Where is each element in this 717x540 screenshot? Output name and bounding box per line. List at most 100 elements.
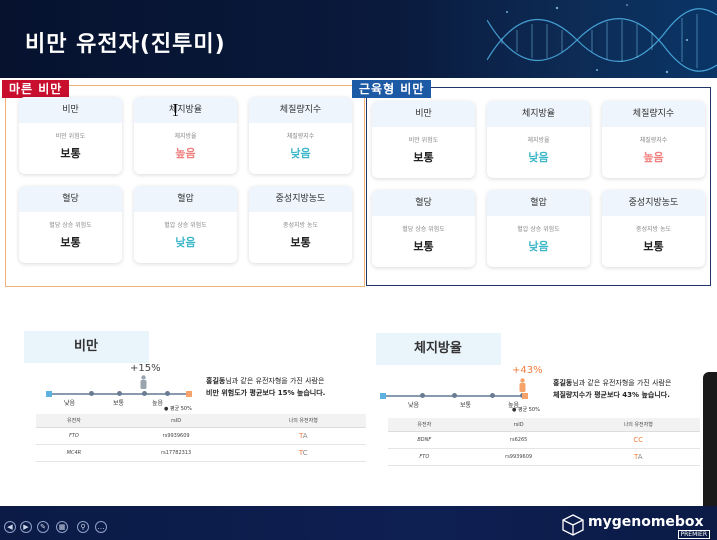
col-genotype: 나의 유전자형	[576, 418, 700, 432]
pen-tool-icon[interactable]: ✎	[37, 521, 49, 533]
premier-badge: PREMIER	[677, 530, 710, 539]
metric-value: 낮음	[528, 151, 549, 164]
metric-title: 혈압	[487, 190, 590, 216]
metric-value: 높음	[175, 147, 196, 160]
slide-header: 비만 유전자(진투미)	[0, 0, 717, 78]
obesity-genotype-table: 유전자 rsID 나의 유전자형 FTO rs9939609 TA MC4R r…	[36, 414, 366, 462]
user-name: 홍길동	[206, 377, 226, 385]
bodyfat-result-title: 체지방율	[376, 333, 501, 365]
gene-cell: FTO	[388, 448, 461, 466]
lean-obesity-panel	[5, 85, 365, 287]
zoom-icon[interactable]: ⚲	[77, 521, 89, 533]
next-slide-icon[interactable]: ▶	[20, 521, 32, 533]
genotype-cell: TC	[240, 444, 366, 462]
metric-subtitle: 혈압 상승 위험도	[517, 226, 560, 233]
gauge-tick	[165, 391, 170, 396]
gauge-average-label: ● 평균 50%	[512, 407, 540, 413]
gauge-normal-label: 보통	[460, 402, 472, 409]
metric-value: 보통	[60, 147, 81, 160]
table-row: BDNF rs6265 CC	[388, 431, 700, 449]
cube-logo-icon	[562, 514, 584, 536]
metric-value: 보통	[413, 240, 434, 253]
gauge-average-label: ● 평균 50%	[164, 406, 192, 412]
col-genotype: 나의 유전자형	[240, 414, 366, 428]
gene-cell: MC4R	[36, 444, 112, 462]
metric-subtitle: 체질량지수	[639, 137, 668, 144]
metric-title: 혈압	[134, 186, 237, 212]
metric-title: 체질량지수	[602, 101, 705, 127]
rsid-cell: rs6265	[460, 431, 577, 449]
desc-line2: 비만 위험도가 평균보다 15% 높습니다.	[206, 389, 326, 397]
gauge-high-label: 높음	[152, 400, 164, 407]
metric-title: 혈당	[372, 190, 475, 216]
obesity-description: 홍길동님과 같은 유전자형을 가진 사람은 비만 위험도가 평균보다 15% 높…	[206, 375, 325, 399]
gauge-high-end	[186, 391, 192, 397]
bodyfat-genotype-table: 유전자 rsID 나의 유전자형 BDNF rs6265 CC FTO rs99…	[388, 418, 700, 466]
logo-text: mygenomebox	[588, 514, 704, 530]
page-title: 비만 유전자(진투미)	[25, 32, 226, 57]
metric-subtitle: 체질량지수	[286, 133, 315, 140]
metric-title: 중성지방농도	[249, 186, 352, 212]
gauge-low-label: 낮음	[64, 400, 76, 407]
gene-cell: BDNF	[388, 431, 461, 449]
metric-title: 체지방율	[134, 97, 237, 123]
person-icon	[519, 378, 526, 392]
slides-grid-icon[interactable]: ▦	[56, 521, 68, 533]
bodyfat-description: 홍길동님과 같은 유전자형을 가진 사람은 체질량지수가 평균보다 43% 높습…	[553, 377, 671, 401]
metric-title: 비만	[19, 97, 122, 123]
col-rsid: rsID	[111, 414, 241, 428]
gauge-low-end	[46, 391, 52, 397]
user-name: 홍길동	[553, 379, 573, 387]
genotype-cell: CC	[576, 431, 700, 449]
gauge-normal-label: 보통	[113, 400, 125, 407]
obesity-result-title: 비만	[24, 331, 149, 363]
gauge-tick	[490, 393, 495, 398]
metric-title: 중성지방농도	[602, 190, 705, 216]
metric-subtitle: 체지방율	[527, 137, 550, 144]
desc-line1: 님과 같은 유전자형을 가진 사람은	[225, 377, 325, 385]
gauge-tick	[117, 391, 122, 396]
metric-subtitle: 혈압 상승 위험도	[164, 222, 207, 229]
person-icon	[140, 375, 147, 389]
gauge-low-label: 낮음	[408, 402, 420, 409]
col-rsid: rsID	[460, 418, 577, 432]
gauge-tick	[452, 393, 457, 398]
slide-footer	[0, 506, 717, 540]
rsid-cell: rs17782313	[111, 444, 241, 462]
metric-value: 보통	[413, 151, 434, 164]
gene-cell: FTO	[36, 427, 112, 445]
side-panel-tab[interactable]	[703, 372, 717, 512]
prev-slide-icon[interactable]: ◀	[4, 521, 16, 533]
dna-helix-graphic	[487, 4, 717, 74]
metric-title: 체질량지수	[249, 97, 352, 123]
metric-value: 높음	[643, 151, 664, 164]
more-options-icon[interactable]: …	[95, 521, 107, 533]
table-row: FTO rs9939609 TA	[36, 427, 366, 445]
metric-value: 낮음	[290, 147, 311, 160]
col-gene: 유전자	[36, 414, 112, 428]
metric-subtitle: 중성지방 농도	[635, 226, 672, 233]
muscular-obesity-tag: 근육형 비만	[352, 80, 432, 98]
metric-value: 낮음	[175, 236, 196, 249]
genotype-cell: TA	[576, 448, 700, 466]
lean-obesity-tag: 마른 비만	[2, 80, 70, 98]
table-row: FTO rs9939609 TA	[388, 448, 700, 466]
metric-title: 체지방율	[487, 101, 590, 127]
metric-subtitle: 비만 위험도	[408, 137, 439, 144]
metric-value: 보통	[643, 240, 664, 253]
col-gene: 유전자	[388, 418, 461, 432]
metric-title: 혈당	[19, 186, 122, 212]
rsid-cell: rs9939609	[460, 448, 577, 466]
metric-title: 비만	[372, 101, 475, 127]
metric-subtitle: 혈당 상승 위험도	[49, 222, 92, 229]
